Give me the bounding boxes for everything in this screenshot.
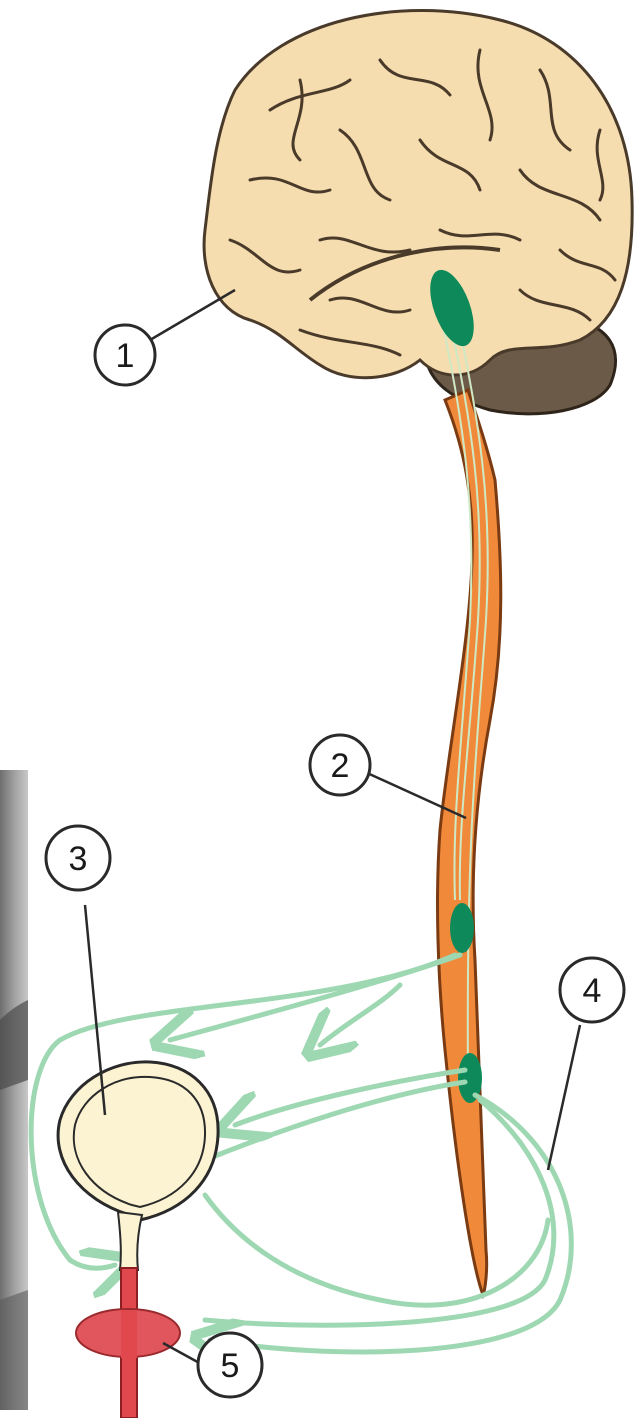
callout-4-label: 4 xyxy=(583,972,602,1010)
callout-4: 4 xyxy=(560,958,624,1022)
callout-1: 1 xyxy=(95,325,155,385)
callout-1-label: 1 xyxy=(116,337,135,375)
background-photo xyxy=(0,770,28,1410)
callout-3-label: 3 xyxy=(69,840,88,878)
callout-2-label: 2 xyxy=(331,747,350,785)
callout-2: 2 xyxy=(310,735,370,795)
spinal-cord xyxy=(438,390,501,1295)
bladder xyxy=(58,1062,218,1270)
brain-illustration xyxy=(204,11,632,414)
callout-3: 3 xyxy=(46,826,110,890)
callout-5: 5 xyxy=(198,1333,262,1397)
spinal-nerve-center-upper xyxy=(450,903,474,953)
callout-5-label: 5 xyxy=(221,1347,240,1385)
brain-cerebrum xyxy=(204,11,632,378)
